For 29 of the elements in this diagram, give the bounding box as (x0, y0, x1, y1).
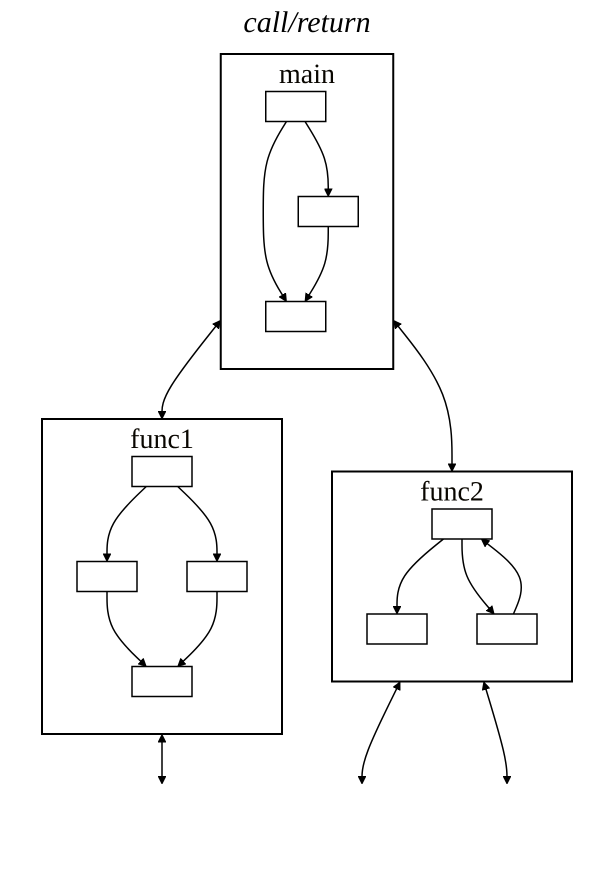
arrow (177, 592, 218, 667)
node-box (476, 613, 538, 645)
arrow (106, 592, 147, 667)
node-box (298, 196, 359, 228)
arrow (262, 121, 288, 302)
node-box (131, 666, 193, 698)
node-box (366, 613, 428, 645)
call-return-label: call/return (242, 5, 372, 41)
arrow (158, 320, 221, 420)
arrow (304, 226, 329, 302)
arrow (480, 538, 522, 614)
arrow (358, 681, 400, 784)
arrow (393, 320, 456, 472)
arrow (461, 539, 495, 614)
cluster: main (220, 53, 394, 370)
cluster: func2 (331, 470, 573, 682)
node-box (265, 300, 326, 332)
arrow (177, 486, 222, 562)
node-box (265, 90, 326, 122)
arrow (392, 538, 444, 614)
arrow (102, 486, 147, 562)
cluster: func1 (41, 418, 283, 735)
node-box (186, 560, 248, 592)
arrow (304, 121, 333, 197)
node-box (76, 560, 138, 592)
arrow (482, 681, 512, 784)
node-box (431, 508, 493, 540)
arrow (158, 734, 166, 784)
node-box (131, 456, 193, 488)
